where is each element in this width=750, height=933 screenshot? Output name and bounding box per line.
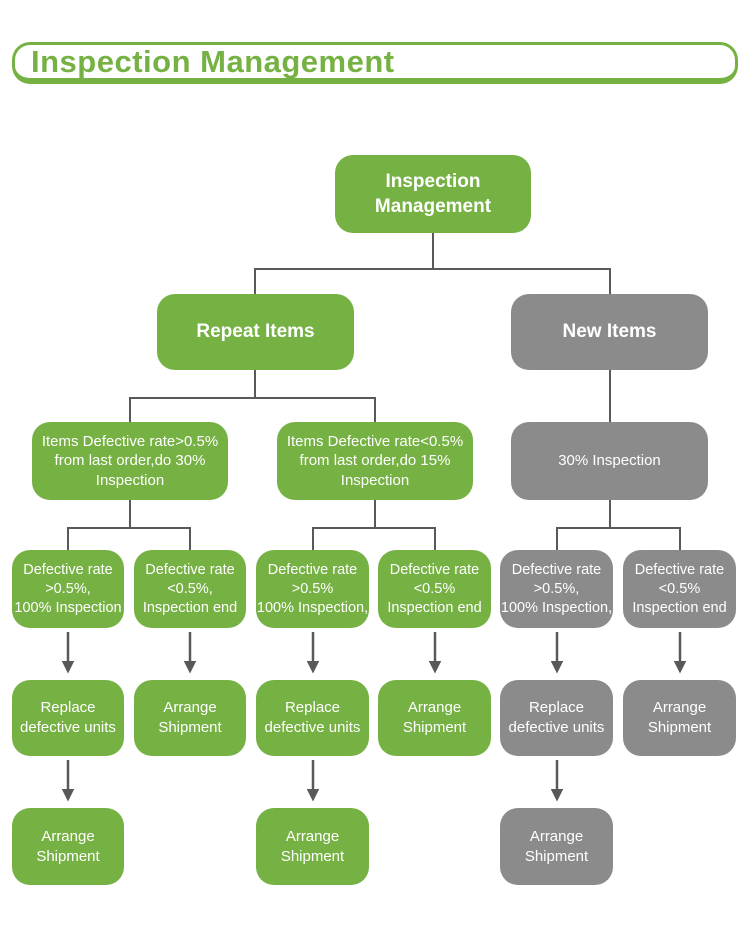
flow-node-repeat30-high: Defective rate >0.5%, 100% Inspection [12, 550, 124, 628]
flow-node-repeat15-replace-ship: Arrange Shipment [256, 808, 369, 885]
flow-node-label: Arrange Shipment [36, 827, 100, 865]
flow-node-repeat30-replace-ship: Arrange Shipment [12, 808, 124, 885]
flow-node-label: Arrange Shipment [647, 699, 712, 736]
flow-node-label: Repeat Items [196, 321, 315, 342]
flow-node-new30-low: Defective rate <0.5% Inspection end [623, 550, 736, 628]
flow-node-label: Replace defective units [508, 699, 605, 736]
flow-node-repeat-low-rate: Items Defective rate<0.5% from last orde… [277, 422, 473, 500]
flow-node-label: Defective rate >0.5% 100% Inspection, [256, 561, 369, 616]
flow-node-label: Arrange Shipment [524, 827, 589, 865]
flow-node-label: Defective rate <0.5% Inspection end [632, 561, 727, 616]
flow-node-repeat15-ship: Arrange Shipment [378, 680, 491, 756]
flow-node-repeat30-ship: Arrange Shipment [134, 680, 246, 756]
flow-node-repeat-high-rate: Items Defective rate>0.5% from last orde… [32, 422, 228, 500]
flow-node-new-items: New Items [511, 294, 708, 370]
flow-node-new30-ship: Arrange Shipment [623, 680, 736, 756]
flow-node-label: Arrange Shipment [158, 699, 222, 736]
flow-node-label: New Items [562, 321, 657, 342]
flow-node-repeat30-replace: Replace defective units [12, 680, 124, 756]
flow-node-label: Arrange Shipment [402, 699, 467, 736]
flow-node-new30-high: Defective rate >0.5%, 100% Inspection, [500, 550, 613, 628]
flow-node-new-items-inspection: 30% Inspection [511, 422, 708, 500]
flow-node-label: Items Defective rate>0.5% from last orde… [41, 432, 219, 489]
flow-node-repeat30-low: Defective rate <0.5%, Inspection end [134, 550, 246, 628]
flow-node-repeat15-high: Defective rate >0.5% 100% Inspection, [256, 550, 369, 628]
flow-node-label: Defective rate >0.5%, 100% Inspection, [500, 561, 613, 616]
page-title: Inspection Management [31, 44, 395, 79]
connector-lines [67, 233, 681, 551]
flow-node-repeat15-replace: Replace defective units [256, 680, 369, 756]
flow-node-label: Defective rate <0.5%, Inspection end [142, 561, 238, 616]
flow-node-label: Replace defective units [264, 699, 361, 736]
flow-node-new30-replace: Replace defective units [500, 680, 613, 756]
flow-node-label: Arrange Shipment [280, 827, 345, 865]
flow-node-new30-replace-ship: Arrange Shipment [500, 808, 613, 885]
flow-node-repeat-items: Repeat Items [157, 294, 354, 370]
flow-node-label: Defective rate <0.5% Inspection end [387, 561, 482, 616]
flow-node-repeat15-low: Defective rate <0.5% Inspection end [378, 550, 491, 628]
flow-node-label: 30% Inspection [558, 452, 661, 470]
flow-node-inspection-management: Inspection Management [335, 155, 531, 233]
page-header: Inspection Management [12, 42, 738, 84]
flow-node-label: Replace defective units [20, 699, 116, 736]
flow-node-label: Inspection Management [374, 171, 492, 217]
flow-node-label: Defective rate >0.5%, 100% Inspection [14, 561, 122, 616]
flow-node-label: Items Defective rate<0.5% from last orde… [286, 432, 464, 489]
